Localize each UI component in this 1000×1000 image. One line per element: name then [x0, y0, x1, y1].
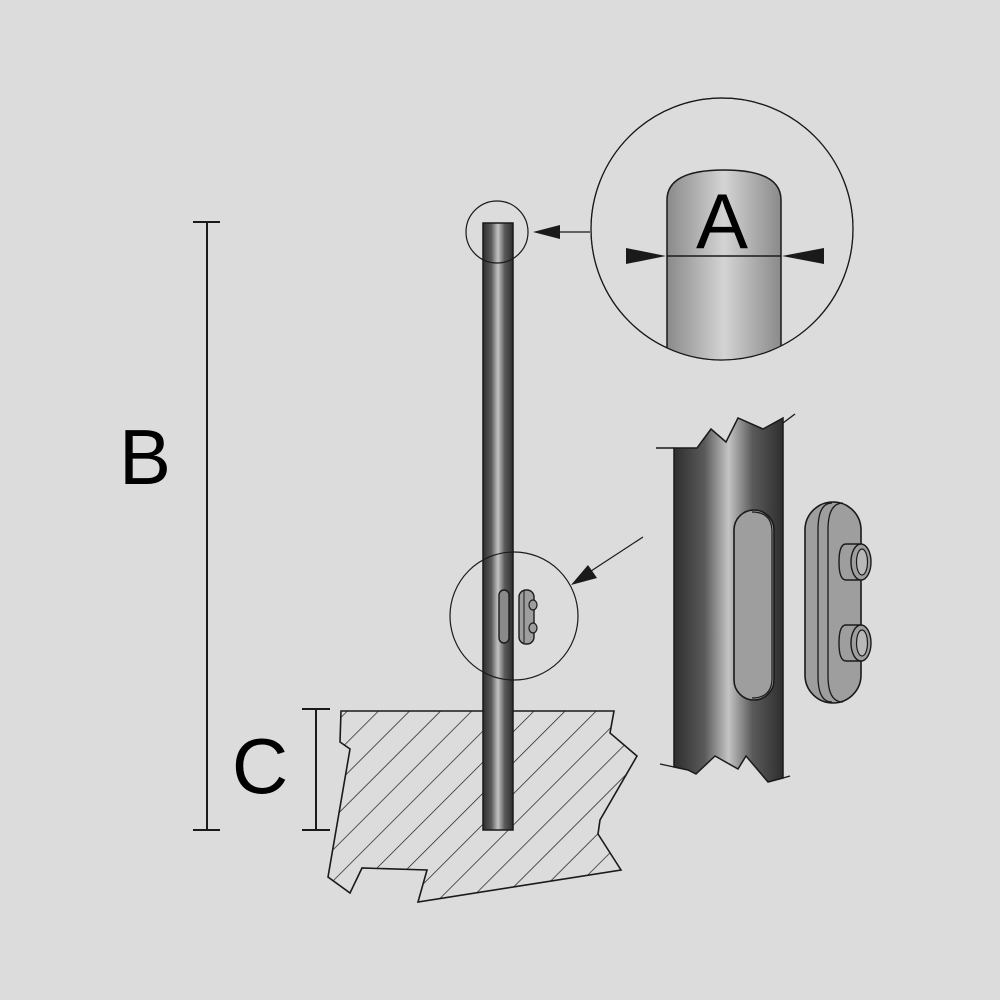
slot-callout-circle: [449, 551, 579, 681]
slot-pointer-arrowhead: [571, 565, 597, 585]
slot-pointer-line: [587, 536, 644, 574]
dimension-label-c: C: [232, 722, 288, 810]
dimension-label-a: A: [696, 177, 748, 265]
dimension-c: C: [232, 708, 330, 831]
pole: [482, 222, 514, 831]
slot-detail: [656, 413, 872, 783]
pole-slot-small: [498, 589, 510, 644]
dimension-label-b: B: [119, 413, 171, 501]
pole-slot-enlarged: [733, 509, 775, 701]
bracket-stud-bottom: [838, 624, 872, 662]
bracket-stud-top: [838, 543, 872, 581]
diameter-arrow-right: [782, 248, 824, 264]
bracket-enlarged: [804, 501, 862, 704]
bracket-small-stud-top: [528, 599, 538, 611]
top-callout-circle: [465, 200, 529, 264]
bracket-small-stud-bottom: [528, 622, 538, 634]
bracket-small: [518, 589, 535, 645]
diameter-arrow-left: [626, 248, 666, 264]
top-pointer-arrowhead: [533, 225, 560, 239]
dimension-b: B: [119, 221, 220, 831]
top-detail: A: [590, 97, 854, 361]
